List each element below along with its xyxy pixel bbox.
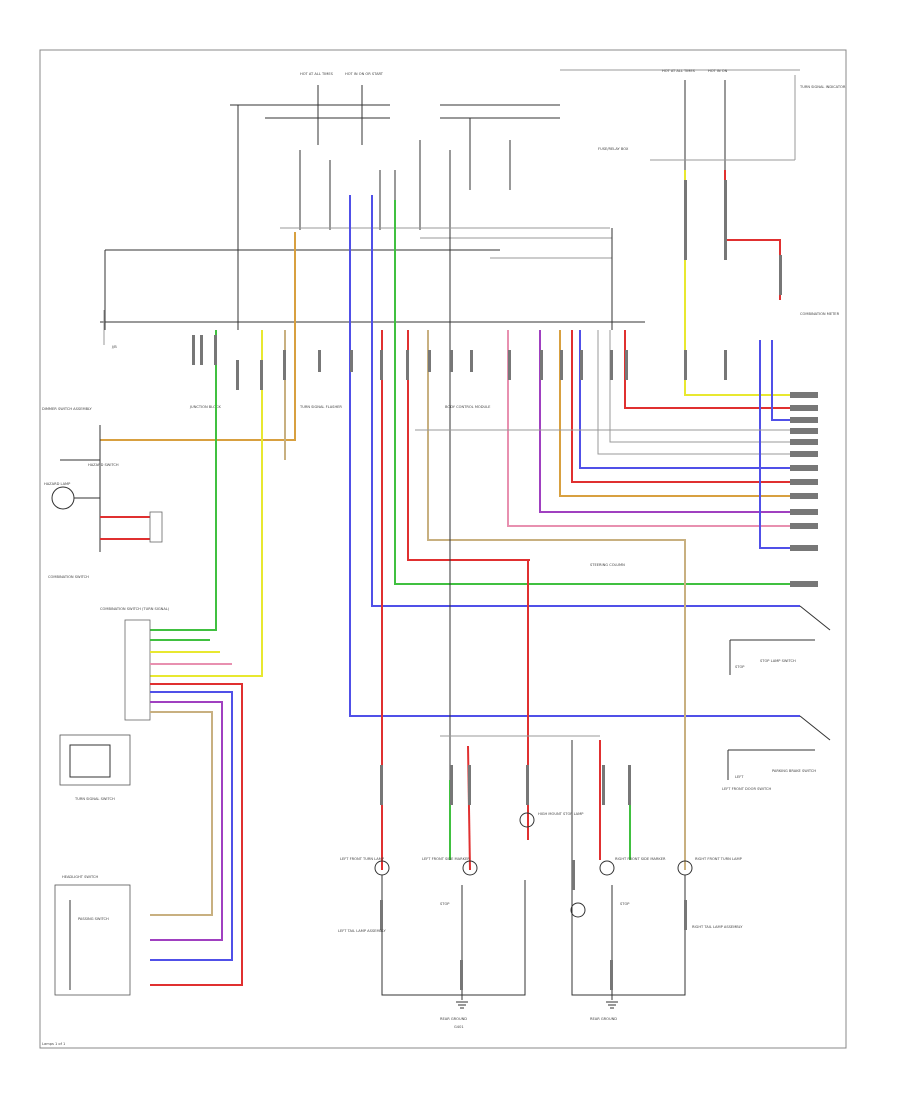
left-hazard-label: COMBINATION SWITCH bbox=[48, 575, 89, 579]
center-conn-label: STEERING COLUMN bbox=[590, 563, 625, 567]
lamp-rf-side-icon bbox=[599, 860, 615, 876]
lamp-lr-stop-label: STOP bbox=[440, 902, 450, 906]
footer-code: Lamps 1 of 1 bbox=[42, 1042, 65, 1046]
top-power-feeds bbox=[230, 69, 800, 330]
ground-left-icon bbox=[456, 1001, 468, 1009]
diagram-frame bbox=[39, 49, 847, 1049]
right-box-label: COMBINATION METER bbox=[800, 312, 840, 316]
left-switch-label: HAZARD SWITCH bbox=[88, 463, 119, 467]
jb-left-label: J/B bbox=[111, 345, 117, 349]
top-fuse-a-label: HOT AT ALL TIMES bbox=[300, 72, 334, 76]
lamp-center-icon bbox=[519, 812, 535, 828]
lamp-rf-turn-label: RIGHT FRONT TURN LAMP bbox=[695, 857, 743, 861]
lamp-lf-turn-label: LEFT FRONT TURN LAMP bbox=[340, 857, 385, 861]
headlight-sw-label: HEADLIGHT SWITCH bbox=[62, 875, 98, 879]
top-fuse-b-label: HOT IN ON OR START bbox=[345, 72, 384, 76]
right-switches bbox=[727, 605, 831, 780]
lamp-lf-side-icon bbox=[462, 860, 478, 876]
park-brake-label: PARKING BRAKE SWITCH bbox=[772, 769, 816, 773]
jb-connector-tags bbox=[192, 180, 782, 390]
ground-right-label: REAR GROUND bbox=[590, 1017, 617, 1021]
bus-lines bbox=[100, 227, 645, 345]
lamp-lr-tail-label: LEFT TAIL LAMP ASSEMBLY bbox=[338, 929, 387, 933]
left-components bbox=[51, 425, 163, 552]
headlight-sub-label: PASSING SWITCH bbox=[78, 917, 109, 921]
vertical-wires bbox=[100, 170, 800, 870]
left-lamp-label: HAZARD LAMP bbox=[44, 482, 71, 486]
park-sub-label: LEFT bbox=[735, 775, 744, 779]
junction-block-label: JUNCTION BLOCK bbox=[189, 405, 221, 409]
lamp-lf-side-label: LEFT FRONT SIDE MARKER bbox=[422, 857, 470, 861]
fuse-box-label: FUSE/RELAY BOX bbox=[598, 147, 629, 151]
ground-left-label: REAR GROUND bbox=[440, 1017, 467, 1021]
ground-sub-label: G401 bbox=[454, 1025, 464, 1029]
top-fuse-c-label: HOT AT ALL TIMES bbox=[662, 69, 696, 73]
lamp-rr-tail-label: RIGHT TAIL LAMP ASSEMBLY bbox=[692, 925, 743, 929]
ground-right-icon bbox=[606, 1001, 618, 1009]
lamp-center-label: HIGH MOUNT STOP LAMP bbox=[538, 812, 584, 816]
left-conn1-label: DIMMER SWITCH ASSEMBLY bbox=[42, 407, 93, 411]
stop-sub-label: STOP bbox=[735, 665, 745, 669]
lamp-rr-stop-label: STOP bbox=[620, 902, 630, 906]
mid-relay-label: TURN SIGNAL FLASHER bbox=[299, 405, 342, 409]
stop-lamp-sw-label: STOP LAMP SWITCH bbox=[760, 659, 796, 663]
right-top-label: TURN SIGNAL INDICATOR bbox=[799, 85, 846, 89]
combo-box-label: COMBINATION SWITCH (TURN SIGNAL) bbox=[100, 607, 170, 611]
lamp-rr-stop-icon bbox=[570, 902, 586, 918]
top-fuse-d-label: HOT IN ON bbox=[708, 69, 728, 73]
combo-switch-block bbox=[54, 619, 243, 996]
lamp-area bbox=[374, 735, 693, 1009]
center-module-label: BODY CONTROL MODULE bbox=[445, 405, 491, 409]
right-wire-tags bbox=[790, 392, 818, 587]
door-sw-label: LEFT FRONT DOOR SWITCH bbox=[722, 787, 771, 791]
lamp-rf-side-label: RIGHT FRONT SIDE MARKER bbox=[615, 857, 666, 861]
turn-sig-sw-label: TURN SIGNAL SWITCH bbox=[74, 797, 115, 801]
